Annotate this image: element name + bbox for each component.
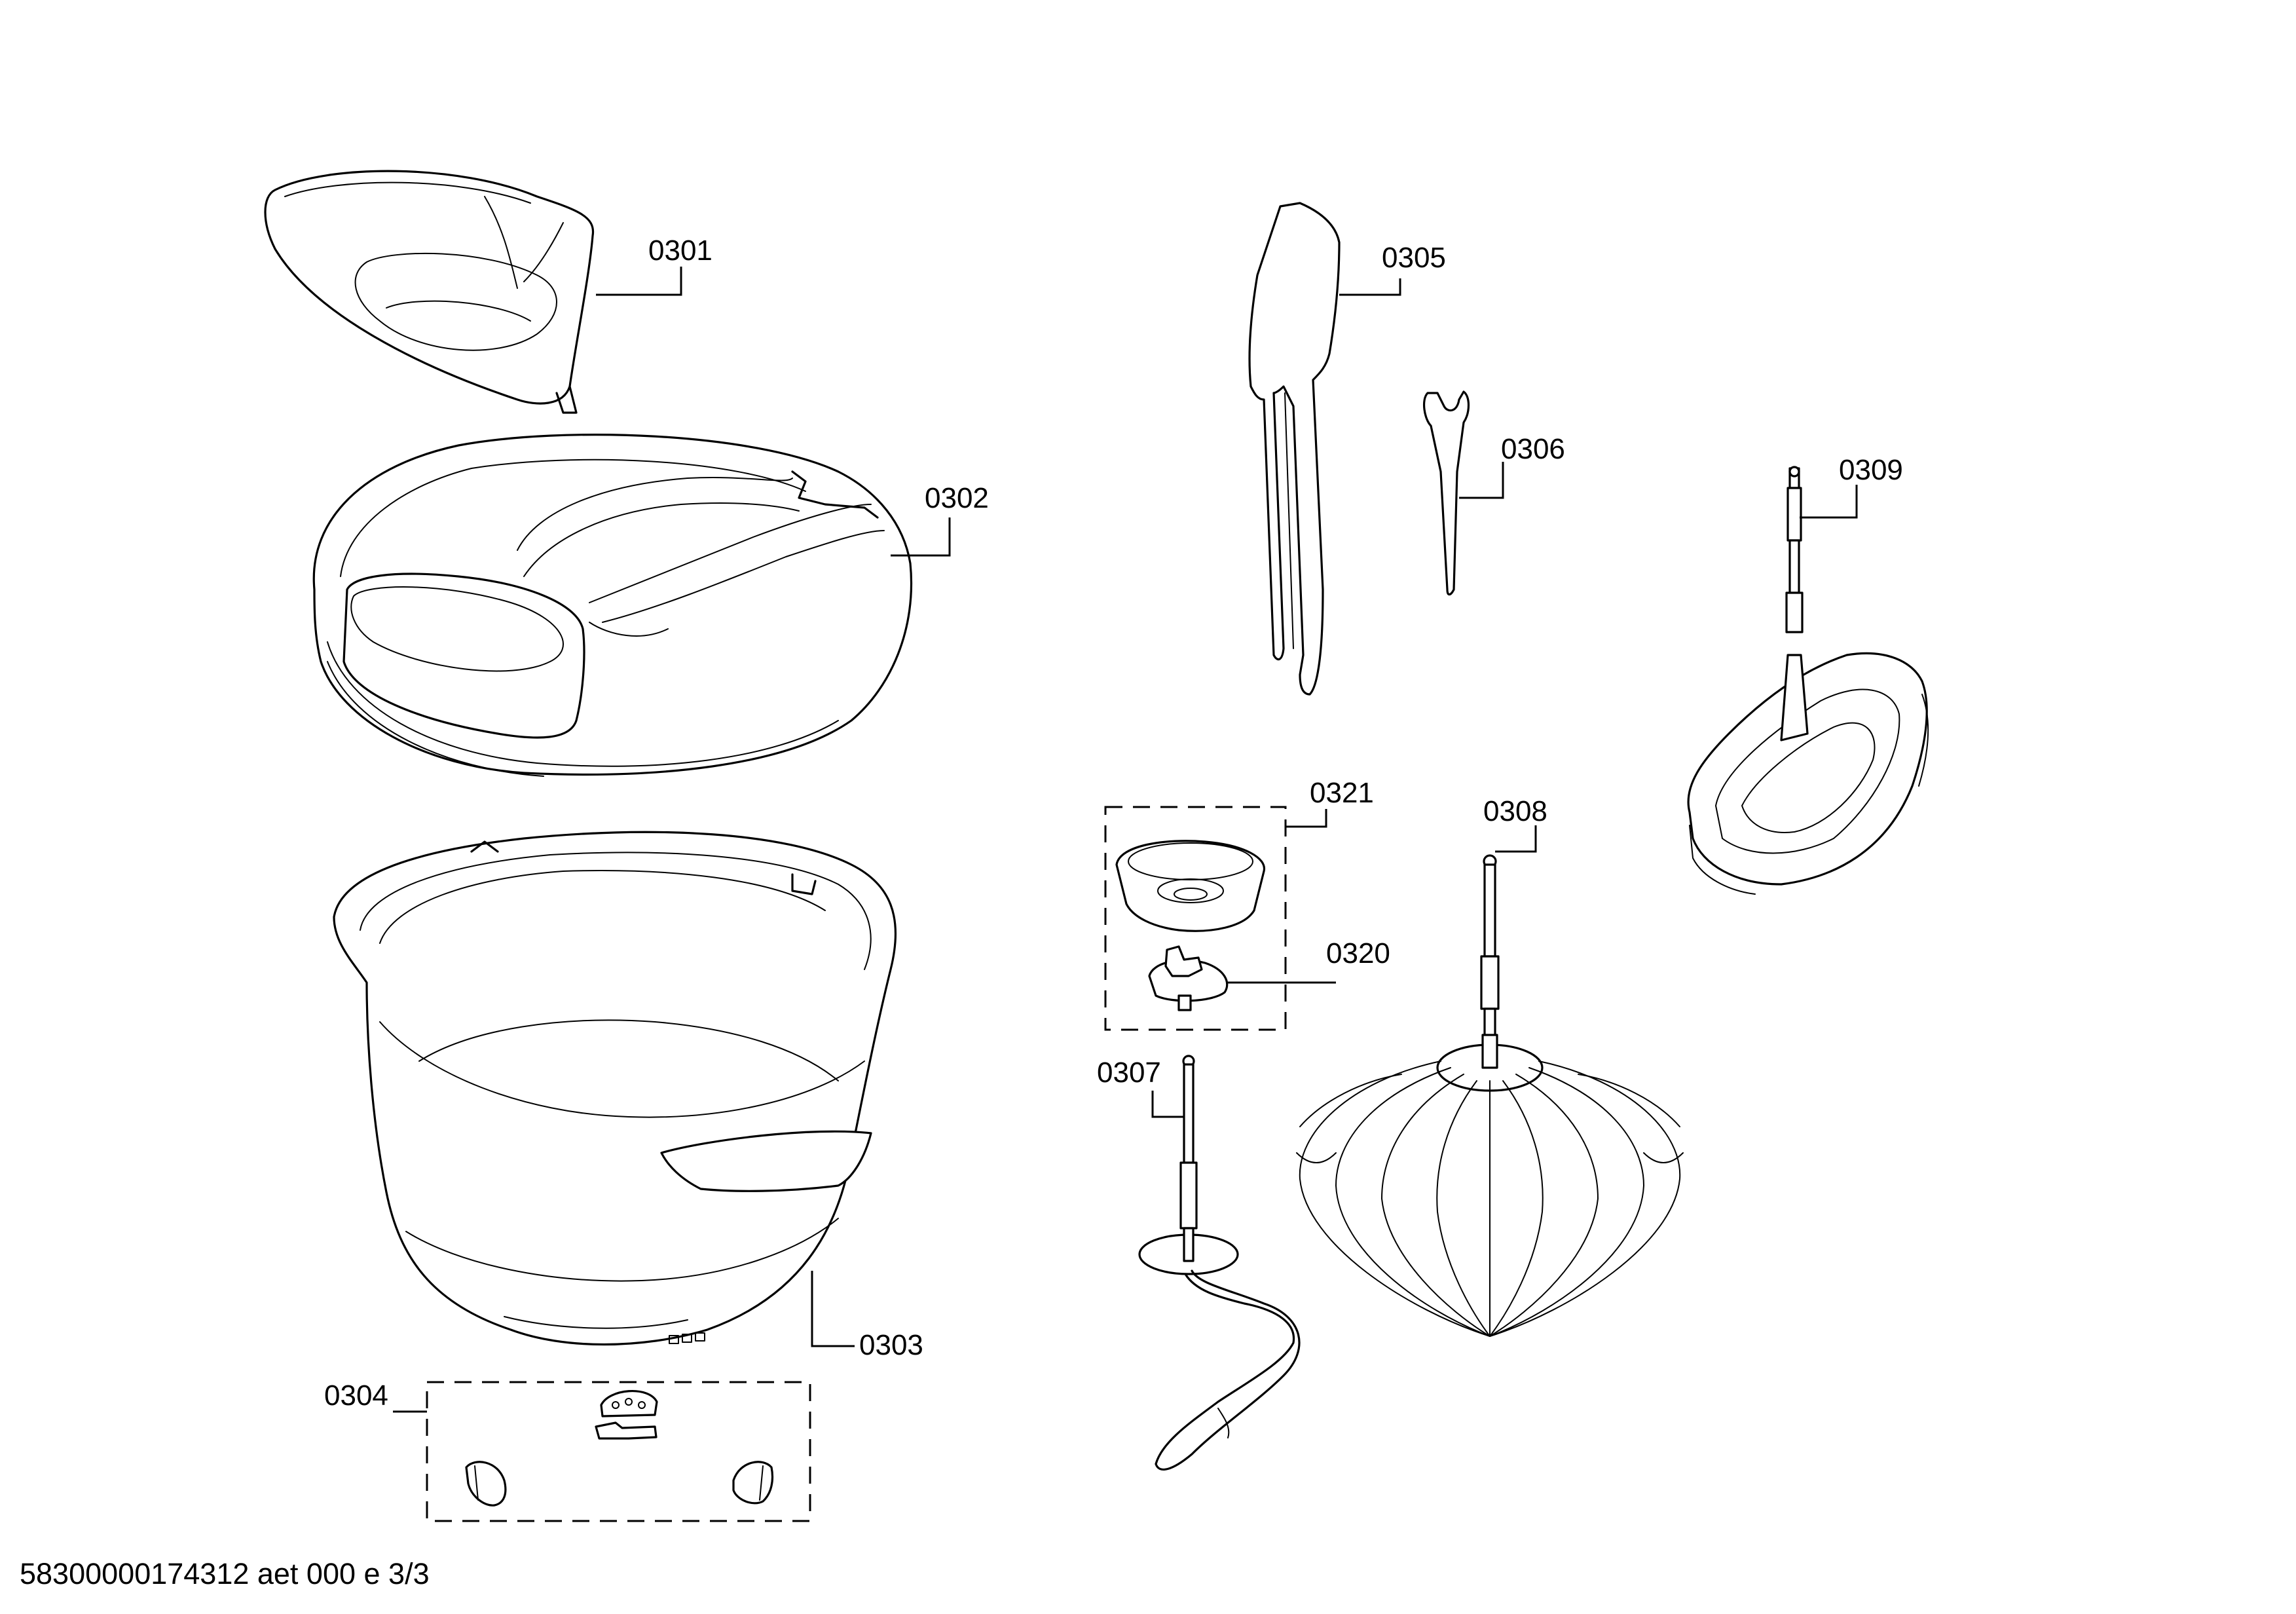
part-label-0320: 0320 (1326, 937, 1390, 969)
part-label-0308: 0308 (1483, 795, 1547, 827)
part-0307-kneading-hook-drawing (1138, 1055, 1301, 1471)
callout-0309: 0309 (1800, 454, 1903, 519)
part-label-0305: 0305 (1382, 242, 1446, 274)
callout-0321: 0321 (1286, 777, 1374, 828)
callout-0303: 0303 (811, 1271, 923, 1361)
part-0306-spanner-drawing (1422, 390, 1470, 596)
part-label-0306: 0306 (1501, 433, 1565, 465)
part-label-0307: 0307 (1097, 1057, 1161, 1089)
part-0320-drive-coupling-drawing (1148, 945, 1229, 1011)
callout-0302: 0302 (891, 482, 989, 557)
callout-0307: 0307 (1097, 1057, 1184, 1118)
part-label-0301: 0301 (648, 235, 713, 267)
part-label-0302: 0302 (925, 482, 989, 514)
part-0321-drive-cap-set-drawing (1104, 806, 1287, 1031)
part-0302-lid-drawing (312, 434, 913, 777)
part-0303-bowl-drawing (333, 831, 897, 1346)
part-0305-spatula-drawing (1248, 202, 1341, 696)
callout-0320: 0320 (1226, 937, 1390, 984)
callout-0308: 0308 (1483, 795, 1547, 853)
part-0309-beater-drawing (1687, 466, 1929, 895)
callout-0304: 0304 (324, 1379, 427, 1413)
part-0304-clip-set-drawing (426, 1381, 811, 1522)
part-label-0321: 0321 (1310, 777, 1374, 809)
document-id-footer: 58300000174312 aet 000 e 3/3 (20, 1557, 430, 1590)
part-label-0304: 0304 (324, 1379, 388, 1412)
part-label-0309: 0309 (1839, 454, 1903, 486)
callout-0306: 0306 (1459, 433, 1565, 499)
part-0301-funnel-drawing (264, 170, 595, 414)
callout-0301: 0301 (596, 235, 713, 296)
part-0308-whisk-drawing (1296, 854, 1684, 1337)
part-label-0303: 0303 (859, 1329, 923, 1361)
callout-0305: 0305 (1339, 242, 1446, 296)
